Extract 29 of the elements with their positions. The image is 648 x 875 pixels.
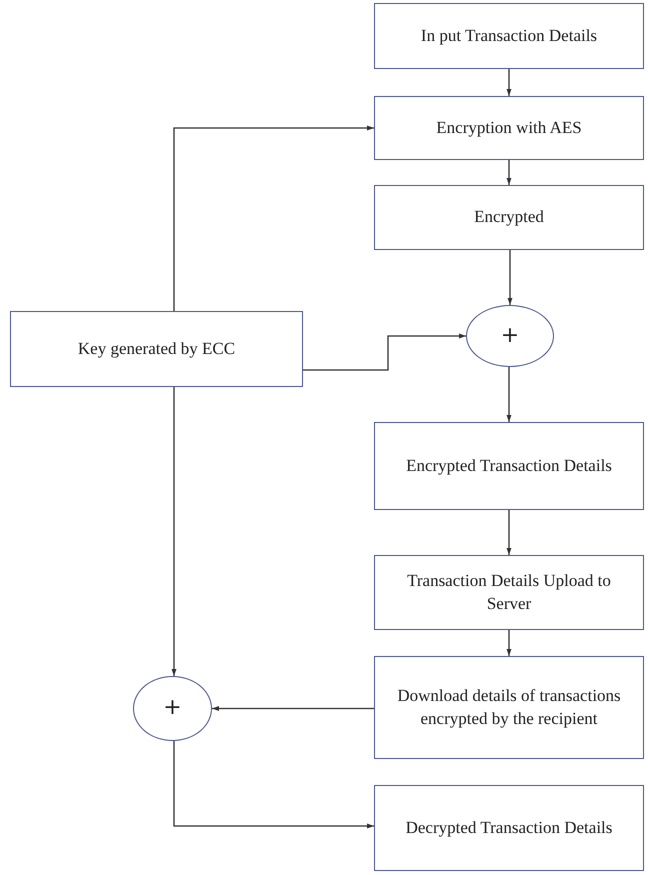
process-box (374, 185, 644, 250)
arrow (173, 126, 374, 311)
box-label: Key generated by ECC (78, 338, 236, 360)
arrow (303, 334, 466, 371)
plus-sign: + (163, 694, 182, 722)
process-box (374, 656, 644, 759)
process-box (374, 3, 644, 69)
process-box (374, 96, 644, 160)
arrow (508, 250, 512, 305)
box-label: In put Transaction Details (420, 24, 598, 47)
box-label: Encryption with AES (436, 116, 582, 139)
arrow (172, 387, 176, 676)
arrow (506, 630, 512, 656)
arrow (506, 367, 512, 422)
process-box (374, 422, 644, 510)
box-label: Download details of transactions encrypted by the recipient (396, 685, 622, 730)
box-label: Transaction Details Upload to Server (406, 570, 612, 614)
box-label: Encrypted Transaction Details (406, 454, 612, 477)
process-box (374, 555, 644, 630)
process-box (10, 311, 303, 387)
process-box (374, 785, 644, 871)
arrow (173, 741, 374, 828)
plus-sign: + (500, 322, 520, 350)
arrow (506, 510, 512, 555)
box-label: Encrypted (474, 206, 544, 228)
arrow (212, 706, 374, 711)
arrow (506, 160, 512, 185)
box-label: Decrypted Transaction Details (406, 816, 612, 839)
arrow (506, 69, 512, 96)
